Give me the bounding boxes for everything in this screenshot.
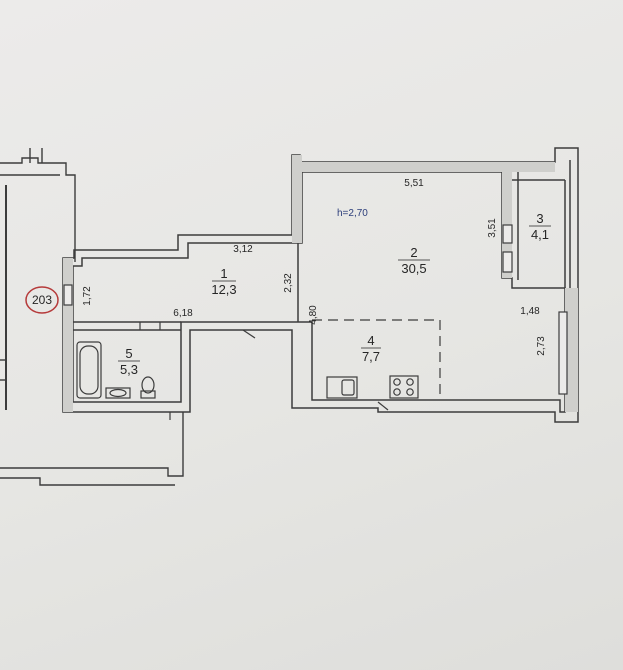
room-area: 30,5	[401, 261, 426, 276]
apartment-number-marker: 203	[25, 286, 59, 314]
room-number: 5	[125, 346, 132, 361]
toilet-icon	[140, 376, 156, 399]
kitchen-sink-icon	[326, 376, 358, 399]
room-2-label: 2 30,5	[398, 245, 430, 276]
openings	[63, 224, 568, 420]
room-area: 12,3	[211, 282, 236, 297]
dimension-label: 3,12	[233, 244, 253, 255]
dimension-label: 1,72	[82, 286, 93, 306]
kitchen-zone-outline	[312, 319, 441, 398]
dimension-label: 4,80	[308, 305, 319, 325]
room-number: 2	[410, 245, 417, 260]
sink-icon	[105, 387, 131, 399]
dimension-label: 5,51	[404, 178, 424, 189]
room-number: 4	[367, 333, 374, 348]
room-number: 1	[220, 266, 227, 281]
wall-fill	[63, 155, 578, 412]
room-1-label: 1 12,3	[211, 266, 236, 297]
room-area: 4,1	[531, 227, 549, 242]
dimension-label: 2,73	[536, 336, 547, 356]
room-3-label: 3 4,1	[529, 211, 551, 242]
room-5-label: 5 5,3	[118, 346, 140, 377]
dimension-label: 1,48	[520, 306, 540, 317]
ceiling-height-label: h=2,70	[337, 208, 368, 219]
dimension-label: 3,51	[487, 218, 498, 238]
room-number: 3	[536, 211, 543, 226]
room-4-label: 4 7,7	[361, 333, 381, 364]
bathtub-icon	[76, 341, 102, 399]
room-area: 7,7	[362, 349, 380, 364]
apartment-number: 203	[32, 293, 52, 307]
apartment-walls	[62, 147, 579, 423]
adjacent-structure	[0, 148, 184, 486]
room-area: 5,3	[120, 362, 138, 377]
stove-icon	[389, 375, 419, 399]
dimension-label: 6,18	[173, 308, 193, 319]
dimension-label: 2,32	[283, 273, 294, 293]
